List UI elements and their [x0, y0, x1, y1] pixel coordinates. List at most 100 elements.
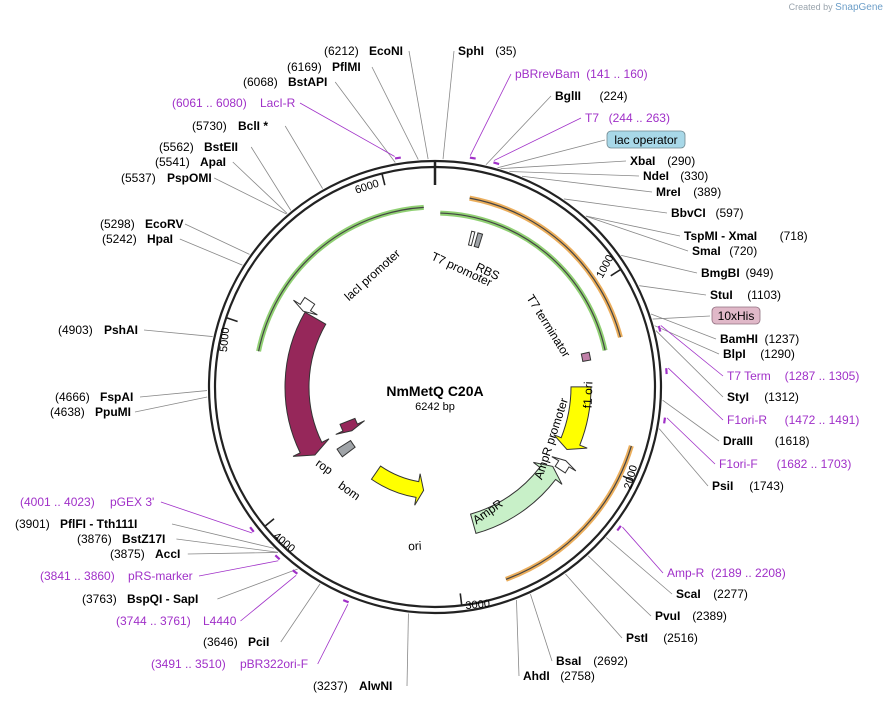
enzyme-site-bsai[interactable]: BsaI(2692) — [556, 654, 628, 668]
primer-l4440[interactable]: (3744 .. 3761)L4440 — [116, 569, 299, 628]
primer-laci-r[interactable]: (6061 .. 6080) LacI-R — [172, 96, 401, 160]
enzyme-position: (5562) — [159, 140, 194, 154]
enzyme-site-pcii[interactable]: (3646)PciI — [203, 635, 269, 649]
enzyme-site-ndei[interactable]: NdeI(330) — [643, 169, 708, 183]
enzyme-name: BstEII — [204, 140, 238, 154]
feature-ampr[interactable]: AmpR — [469, 461, 563, 534]
enzyme-site-mrei[interactable]: MreI(389) — [656, 185, 721, 199]
enzyme-site-sphi[interactable]: SphI(35) — [458, 44, 517, 58]
enzyme-site-econi[interactable]: (6212)EcoNI — [324, 44, 403, 58]
feature-f1-ori[interactable]: f1 ori — [553, 381, 596, 451]
enzyme-site-tspmi-xmai[interactable]: TspMI - XmaI(718) — [684, 229, 808, 243]
lac-operator-label: lac operator — [614, 133, 677, 147]
primer-pgex-3[interactable]: (4001 .. 4023)pGEX 3' — [20, 495, 255, 533]
enzyme-site-alwni[interactable]: (3237)AlwNI — [313, 679, 392, 693]
primer-amp-r[interactable]: Amp-R(2189 .. 2208) — [616, 525, 786, 580]
primer-f1ori-f[interactable]: F1ori-F(1682 .. 1703) — [663, 417, 852, 471]
enzyme-site-ppumi[interactable]: (4638) PpuMI — [50, 405, 131, 419]
enzyme-position: (6068) — [243, 75, 278, 89]
primer-range: (6061 .. 6080) — [172, 96, 247, 110]
enzyme-site-stui[interactable]: StuI(1103) — [710, 288, 781, 302]
enzyme-site-hpai[interactable]: (5242)HpaI — [102, 232, 173, 246]
enzyme-name: NdeI — [643, 169, 669, 183]
enzyme-site-apai[interactable]: (5541)ApaI — [155, 155, 226, 169]
enzyme-site-psii[interactable]: PsiI(1743) — [712, 479, 784, 493]
primer-f1ori-r[interactable]: F1ori-R(1472 .. 1491) — [665, 368, 859, 427]
primer-t7-term[interactable]: T7 Term(1287 .. 1305) — [657, 325, 859, 383]
primer-name: LacI-R — [260, 96, 296, 110]
enzyme-name: BlpI — [723, 347, 746, 361]
enzyme-site-xbai[interactable]: XbaI(290) — [630, 154, 695, 168]
enzyme-site-pshai[interactable]: (4903)PshAI — [58, 323, 138, 337]
lac-operator-box[interactable]: lac operator — [606, 130, 686, 149]
primer-name: Amp-R — [667, 566, 705, 580]
enzyme-site-ecorv[interactable]: (5298)EcoRV — [100, 217, 183, 231]
enzyme-leader — [586, 215, 689, 252]
feature-ori[interactable]: ori — [370, 465, 425, 553]
enzyme-position: (290) — [667, 154, 695, 168]
enzyme-leader — [658, 428, 709, 487]
enzyme-position: (3646) — [203, 635, 238, 649]
enzyme-site-pflmi[interactable]: (6169)PflMI — [287, 60, 361, 74]
enzyme-name: PshAI — [104, 323, 138, 337]
enzyme-position: (5537) — [121, 171, 156, 185]
enzyme-site-psti[interactable]: PstI(2516) — [626, 631, 698, 645]
enzyme-position: (1618) — [775, 434, 810, 448]
enzyme-site-bbvci[interactable]: BbvCI(597) — [671, 206, 744, 220]
primer-mark — [663, 417, 667, 424]
enzyme-name: BmgBI — [701, 266, 740, 280]
enzyme-name: DraIII — [723, 434, 753, 448]
enzyme-site-pspomi[interactable]: (5537)PspOMI — [121, 171, 212, 185]
primer-prs-marker[interactable]: (3841 .. 3860)pRS-marker — [40, 554, 281, 583]
enzyme-site-bsteii[interactable]: (5562) BstEII — [159, 140, 238, 154]
enzyme-site-pvui[interactable]: PvuI(2389) — [655, 609, 727, 623]
enzyme-name: StyI — [727, 390, 749, 404]
enzyme-site-bglii[interactable]: BglII(224) — [555, 89, 628, 103]
enzyme-site-acci[interactable]: (3875)AccI — [110, 547, 180, 561]
primer-range: (4001 .. 4023) — [20, 495, 95, 509]
enzyme-site-bamhi[interactable]: BamHI(1237) — [720, 332, 799, 346]
enzyme-site-ahdi[interactable]: AhdI(2758) — [523, 669, 595, 683]
enzyme-site-fspai[interactable]: (4666)FspAI — [55, 390, 133, 404]
primer-range: (1682 .. 1703) — [777, 457, 852, 471]
enzyme-leader — [442, 50, 455, 160]
enzyme-site-pflfi-tth111i[interactable]: (3901)PflFI - Tth111I — [15, 517, 137, 531]
primer-pbr322ori-f[interactable]: (3491 .. 3510)pBR322ori-F — [151, 599, 350, 671]
primer-leader — [160, 501, 253, 534]
primer-pbrrevbam[interactable]: pBRrevBam(141 .. 160) — [469, 67, 648, 160]
enzyme-site-bstz17i[interactable]: (3876)BstZ17I — [77, 532, 165, 546]
enzyme-name: ApaI — [200, 155, 226, 169]
enzyme-leader — [621, 254, 698, 274]
primer-leader — [622, 526, 664, 574]
feature-t7-terminator[interactable]: T7 terminator — [524, 292, 592, 362]
enzyme-position: (224) — [600, 89, 628, 103]
enzyme-site-draiii[interactable]: DraIII (1618) — [723, 434, 809, 448]
primer-name: F1ori-R — [727, 413, 767, 427]
enzyme-site-styi[interactable]: StyI(1312) — [727, 390, 799, 404]
enzyme-position: (4638) — [50, 405, 85, 419]
enzyme-position: (3901) — [15, 517, 50, 531]
enzyme-leader — [184, 223, 250, 255]
primer-t7[interactable]: T7(244 .. 263) — [493, 111, 670, 166]
enzyme-site-smai[interactable]: SmaI(720) — [692, 244, 757, 258]
site-labels: SphI(35) BglII(224) XbaI(290)NdeI(330) MreI… — [15, 44, 859, 693]
enzyme-position: (5298) — [100, 217, 135, 231]
enzyme-site-scai[interactable]: ScaI(2277) — [676, 587, 748, 601]
orf-arc-inner — [440, 210, 608, 351]
enzyme-position: (1290) — [760, 347, 795, 361]
his-tag-box[interactable]: 10xHis — [711, 306, 761, 325]
enzyme-site-bstapi[interactable]: (6068)BstAPI — [243, 75, 327, 89]
enzyme-site-bmgbi[interactable]: BmgBI(949) — [701, 266, 774, 280]
enzyme-site-blpi[interactable]: BlpI (1290) — [723, 347, 795, 361]
tick-mark — [225, 316, 238, 323]
enzyme-leader — [639, 285, 707, 296]
enzyme-name: PpuMI — [95, 405, 131, 419]
his-tag-leader — [652, 315, 711, 320]
enzyme-site-bcli[interactable]: (5730)BclI * — [192, 119, 268, 133]
enzyme-leader — [371, 66, 419, 160]
feature-bom[interactable]: bom — [336, 439, 363, 504]
enzyme-name: BsaI — [556, 654, 581, 668]
feature-t7-promoter[interactable]: T7 promoter — [429, 230, 494, 290]
enzyme-site-bspqi-sapi[interactable]: (3763)BspQI - SapI — [82, 592, 198, 606]
